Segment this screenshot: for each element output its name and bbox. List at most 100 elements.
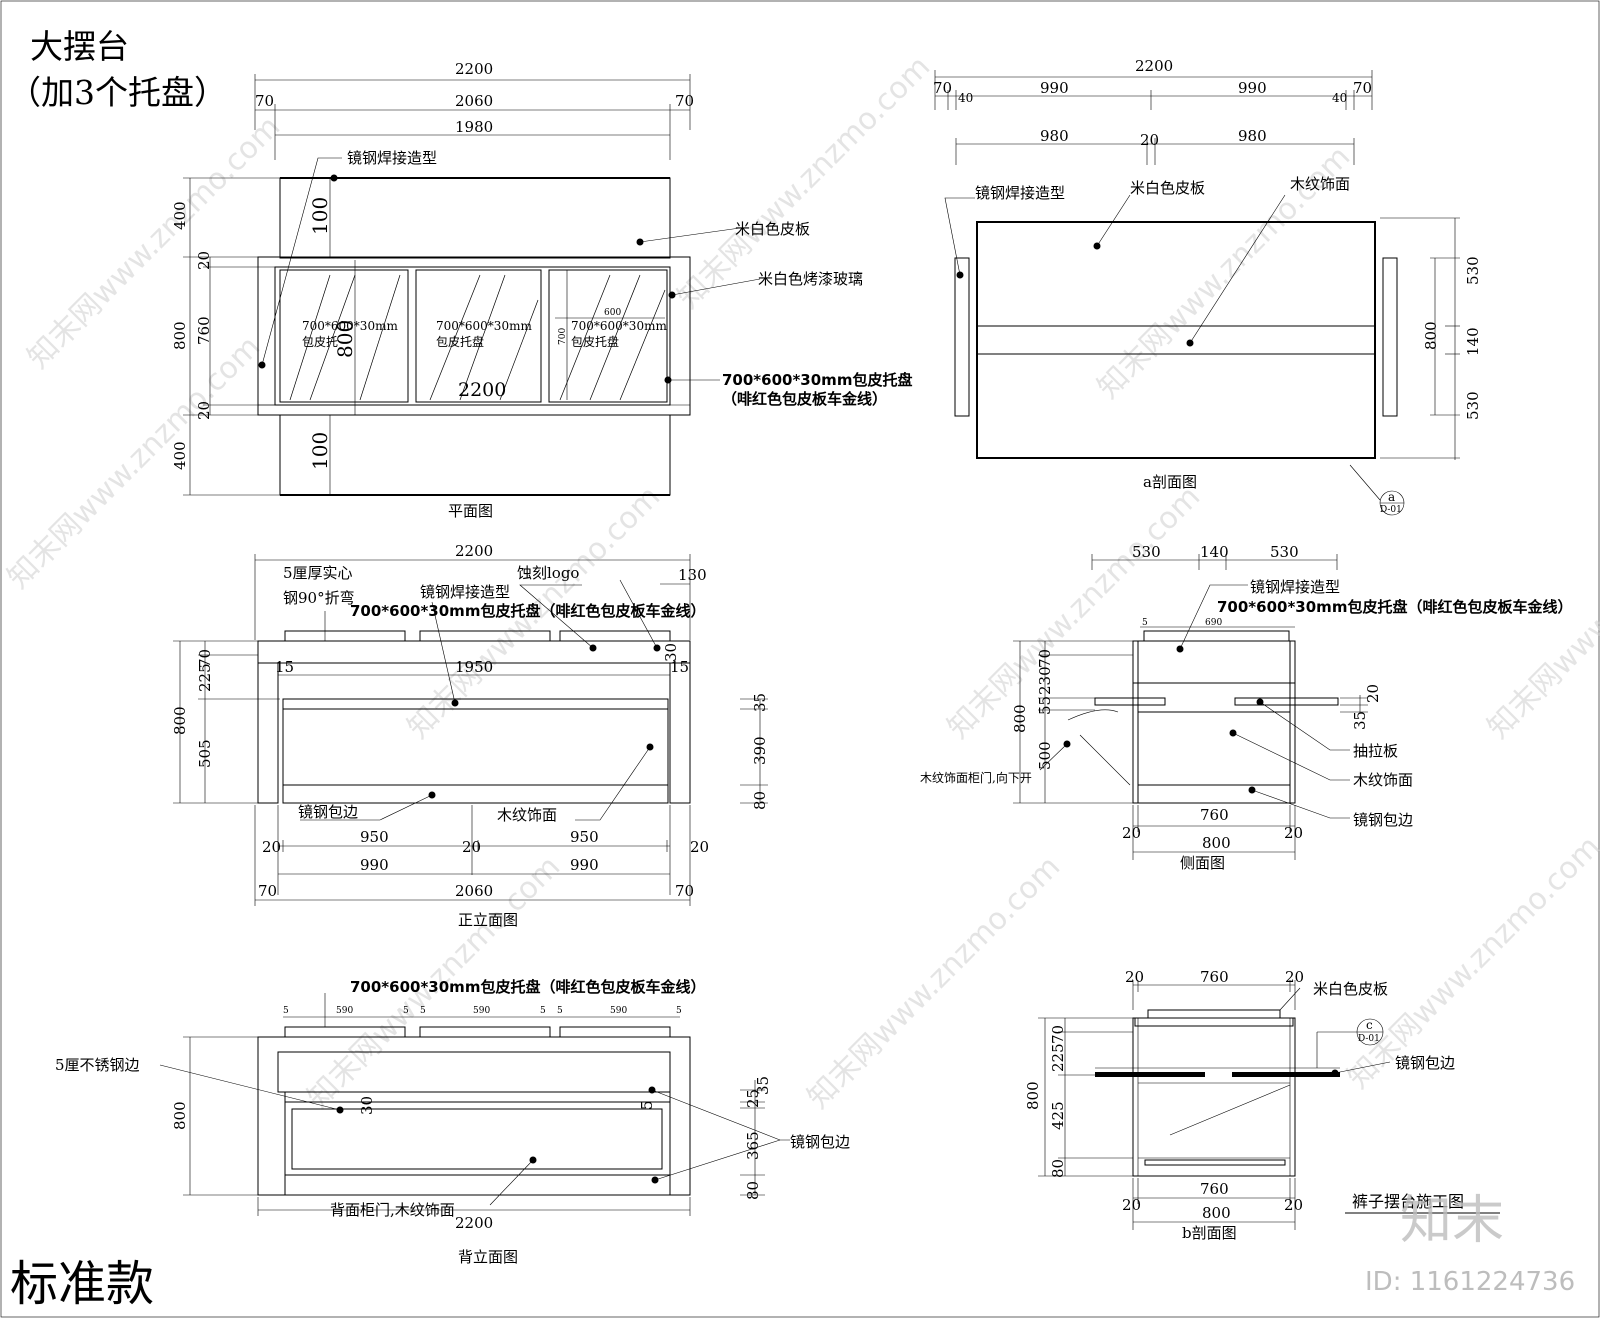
- dim-text: 990: [570, 856, 599, 874]
- dim-text: 5: [557, 1006, 563, 1016]
- tray-label: 700*600*30mm: [571, 319, 667, 333]
- dim-text: 20: [1284, 824, 1303, 842]
- dim-text: 760: [1200, 1180, 1229, 1198]
- dim-text: 70: [258, 882, 277, 900]
- callout-label: 米白色皮板: [1313, 980, 1388, 998]
- callout-label: 镜钢包边: [790, 1133, 850, 1151]
- callout-label: 700*600*30mm包皮托盘（啡红色包皮板车金线）: [1217, 598, 1572, 616]
- drawing-subtitle: （加3个托盘）: [8, 73, 227, 112]
- dim-text: 20: [1125, 968, 1144, 986]
- dim-text: 990: [360, 856, 389, 874]
- dim-text: 225: [1049, 1043, 1067, 1072]
- dim-text: 140: [1200, 543, 1229, 561]
- dim-text: 600: [604, 308, 621, 318]
- dim-text: 800: [171, 1101, 189, 1130]
- callout-label: 米白色皮板: [735, 220, 810, 238]
- dim-text: 2200: [458, 379, 506, 401]
- callout-label: 700*600*30mm包皮托盘（啡红色包皮板车金线）: [350, 602, 705, 620]
- back-elevation-view: 5 590 5 5 590 5 5 590 5 800 35 25 5 365 …: [55, 978, 850, 1266]
- watermark-text: 知末网www.znzmo.com: [941, 479, 1207, 745]
- side-elevation-view: 530 140 530 5 690 800 70 230 55 500 20 3…: [920, 543, 1572, 872]
- dim-text: 20: [1140, 131, 1159, 149]
- dim-text: 800: [1011, 704, 1029, 733]
- dim-text: 70: [933, 79, 952, 97]
- dim-text: 70: [1353, 79, 1372, 97]
- section-tag-sheet: D-01: [1358, 1034, 1380, 1044]
- view-caption: b剖面图: [1182, 1224, 1237, 1242]
- dim-text: 500: [1036, 741, 1054, 770]
- watermark-id: ID: 1161224736: [1365, 1267, 1575, 1297]
- dim-text: 35: [1351, 711, 1369, 730]
- watermark-text: 知末网www.znzmo.com: [1341, 829, 1600, 1095]
- dim-text: 760: [1200, 968, 1229, 986]
- callout-label: 镜钢焊接造型: [420, 583, 510, 601]
- section-a-view: 2200 70 40 990 990 40 70 980 20 980 530 …: [933, 57, 1482, 516]
- dim-text: 35: [754, 1076, 772, 1095]
- dim-text: 2060: [455, 92, 493, 110]
- dim-text: 5: [403, 1006, 409, 1016]
- view-caption: 背立面图: [458, 1248, 518, 1266]
- dim-text: 950: [360, 828, 389, 846]
- dim-text: 70: [675, 882, 694, 900]
- view-caption: 正立面图: [458, 911, 518, 929]
- dim-text: 80: [751, 791, 769, 810]
- dim-text: 20: [1284, 1196, 1303, 1214]
- dim-text: 2200: [455, 542, 493, 560]
- callout-label: 钢90°折弯: [283, 589, 355, 607]
- tray-label: 包皮托盘: [436, 334, 484, 349]
- watermark-logo: 知末: [1400, 1191, 1504, 1251]
- dim-text: 40: [958, 91, 973, 105]
- section-tag-sheet: D-01: [1380, 505, 1402, 515]
- dim-text: 950: [570, 828, 599, 846]
- dim-text: 700: [558, 328, 568, 345]
- section-tag-letter: c: [1366, 1018, 1373, 1032]
- dim-text: 20: [1122, 824, 1141, 842]
- dim-text: 20: [1364, 684, 1382, 703]
- dim-text: 690: [1205, 618, 1222, 628]
- callout-label: 抽拉板: [1353, 742, 1398, 760]
- callout-label: （啡红色包皮板车金线）: [722, 390, 887, 408]
- dim-text: 20: [1285, 968, 1304, 986]
- dim-text: 40: [1332, 91, 1347, 105]
- callout-label: 镜钢包边: [1395, 1054, 1455, 1072]
- callout-label: 木纹饰面: [1353, 771, 1413, 789]
- watermark-group: 知末网www.znzmo.com 知末网www.znzmo.com 知末网www…: [1, 49, 1600, 1115]
- callout-label: 700*600*30mm包皮托盘: [722, 371, 912, 389]
- callout-label: 700*600*30mm包皮托盘（啡红色包皮板车金线）: [350, 978, 705, 996]
- dim-text: 980: [1238, 127, 1267, 145]
- dim-text: 5: [676, 1006, 682, 1016]
- dim-text: 990: [1238, 79, 1267, 97]
- callout-label: 5厘厚实心: [283, 564, 353, 582]
- watermark-text: 知末网www.znzmo.com: [801, 849, 1067, 1115]
- view-caption: a剖面图: [1143, 473, 1197, 491]
- dim-text: 100: [308, 432, 332, 470]
- dim-text: 760: [195, 316, 213, 345]
- dim-text: 70: [1036, 649, 1054, 668]
- dim-text: 530: [1132, 543, 1161, 561]
- dim-text: 530: [1464, 391, 1482, 420]
- dim-text: 20: [195, 251, 213, 270]
- dim-text: 760: [1200, 806, 1229, 824]
- callout-label: 5厘不锈钢边: [55, 1056, 140, 1074]
- view-caption: 平面图: [448, 502, 493, 520]
- drawing-title: 大摆台: [30, 27, 129, 66]
- dim-text: 25: [744, 1089, 762, 1108]
- dim-text: 530: [1464, 256, 1482, 285]
- dim-text: 980: [1040, 127, 1069, 145]
- dim-text: 2200: [455, 1214, 493, 1232]
- callout-label: 镜钢焊接造型: [1250, 578, 1340, 596]
- dim-text: 505: [196, 739, 214, 768]
- dim-text: 800: [1024, 1081, 1042, 1110]
- plan-view: 2200 70 2060 70 1980 400 20 800 760 20 4…: [171, 60, 912, 520]
- dim-text: 20: [195, 401, 213, 420]
- callout-label: 木纹饰面: [497, 806, 557, 824]
- dim-text: 5: [1142, 618, 1148, 628]
- dim-text: 400: [171, 441, 189, 470]
- callout-label: 米白色皮板: [1130, 179, 1205, 197]
- callout-label: 镜钢包边: [1353, 811, 1413, 829]
- tray-label: 700*600*30mm: [302, 319, 398, 333]
- dim-text: 15: [275, 658, 294, 676]
- callout-label: 镜钢包边: [298, 803, 358, 821]
